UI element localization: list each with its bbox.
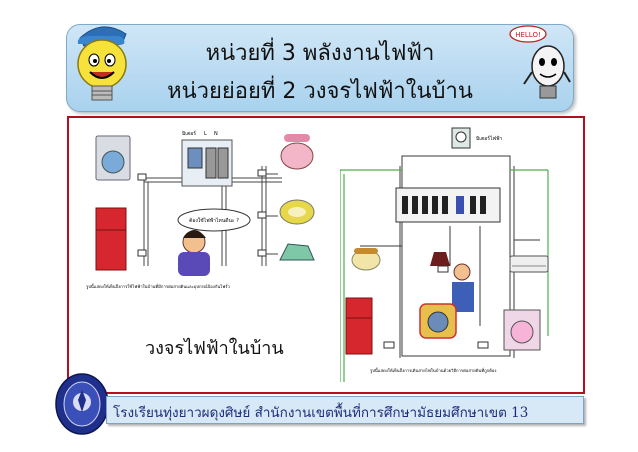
live-label: L [204, 131, 207, 137]
footer-school-text: โรงเรียนทุ่งยาวผดุงศิษย์ สำนักงานเขตพื้น… [113, 405, 529, 421]
lightbulb-mascot-left [77, 26, 127, 101]
left-diagram-caption: รูปนี้แสดงให้เห็นถึงการใช้ไฟฟ้าในบ้านที่… [86, 283, 231, 290]
slide-title: หน่วยที่ 3 พลังงานไฟฟ้า [205, 41, 435, 66]
footer-bar: โรงเรียนทุ่งยาวผดุงศิษย์ สำนักงานเขตพื้น… [106, 396, 584, 424]
right-wiring-diagram: มิเตอร์ไฟฟ้า รูปนี้แสดงให้เห็นถึงการเดิน… [340, 126, 552, 382]
school-emblem-logo [55, 373, 109, 435]
bulb-mascot-right: HELLO! [509, 25, 571, 99]
title-banner: หน่วยที่ 3 พลังงานไฟฟ้า หน่วยย่อยที่ 2 ว… [66, 24, 574, 112]
electric-meter-label: มิเตอร์ไฟฟ้า [476, 135, 503, 142]
hello-bubble-text: HELLO! [515, 31, 541, 39]
person-speech-bubble: ต้องใช้ไฟฟ้าไหนดีนะ ? [189, 217, 239, 224]
slide-subtitle: หน่วยย่อยที่ 2 วงจรไฟฟ้าในบ้าน [167, 79, 473, 104]
left-wiring-diagram: มิเตอร์ L N ต้องใช้ไฟฟ้าไหนดีนะ ? รูปนี้… [82, 126, 326, 294]
right-diagram-caption: รูปนี้แสดงให้เห็นถึงการเดินสายไฟในบ้านด้… [370, 367, 496, 374]
meter-label: มิเตอร์ [182, 130, 196, 137]
neutral-label: N [214, 131, 218, 137]
main-caption: วงจรไฟฟ้าในบ้าน [145, 338, 284, 359]
